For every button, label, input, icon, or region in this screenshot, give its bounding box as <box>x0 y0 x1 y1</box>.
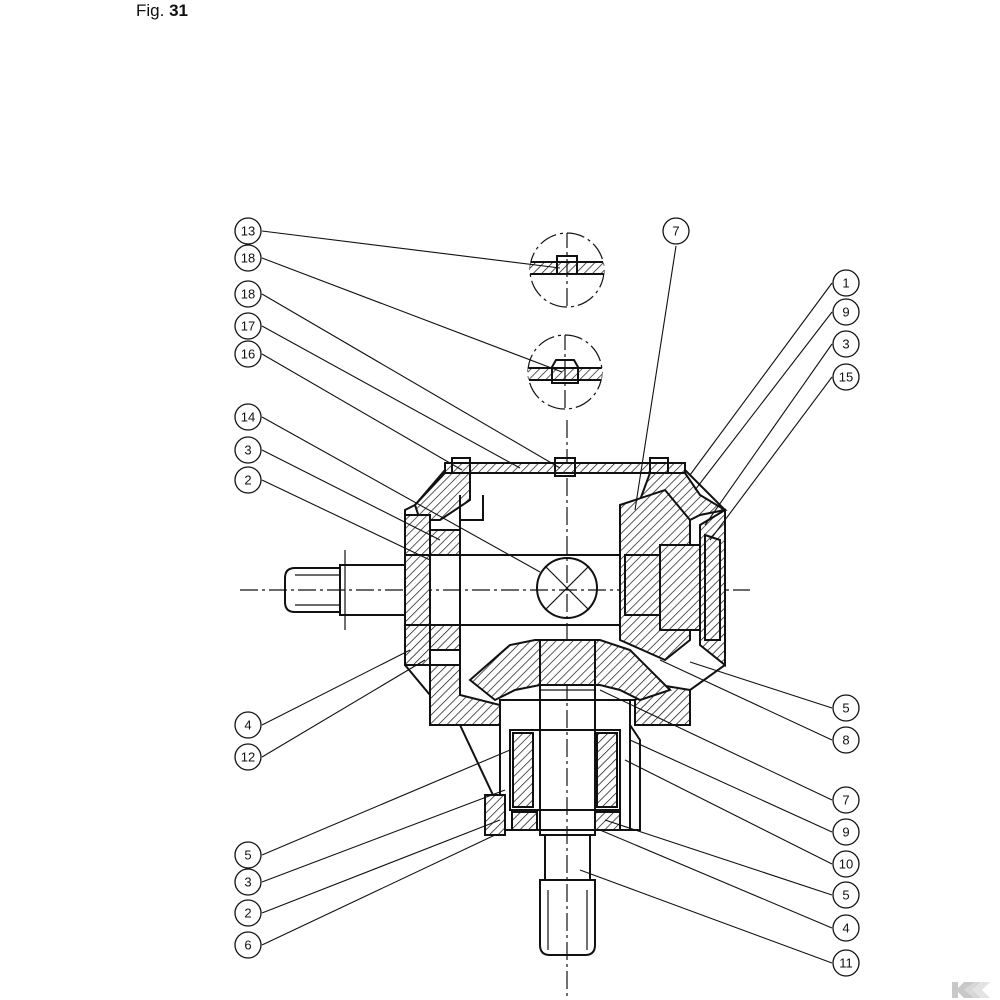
svg-text:13: 13 <box>241 224 255 239</box>
svg-text:4: 4 <box>842 921 849 936</box>
svg-text:3: 3 <box>244 443 251 458</box>
detail-view-lower <box>527 334 603 410</box>
callout-left-11: 5 <box>234 841 262 869</box>
callout-left-4: 17 <box>234 312 262 340</box>
callout-left-5: 16 <box>234 340 262 368</box>
svg-text:5: 5 <box>244 848 251 863</box>
callout-right-lower-4: 9 <box>832 818 860 846</box>
callout-right-lower-1: 5 <box>832 694 860 722</box>
callout-left-10: 12 <box>234 743 262 771</box>
figure-title: Fig. 31 <box>136 0 188 22</box>
callout-left-6: 14 <box>234 403 262 431</box>
callout-left-9: 4 <box>234 711 262 739</box>
callout-left-12: 3 <box>234 868 262 896</box>
figure-number: 31 <box>169 1 188 20</box>
output-shaft <box>539 639 596 956</box>
callout-left-13: 2 <box>234 899 262 927</box>
svg-text:16: 16 <box>241 347 255 362</box>
figure-prefix: Fig. <box>136 1 165 20</box>
callout-left-1: 13 <box>234 217 262 245</box>
callout-left-8: 2 <box>234 466 262 494</box>
svg-text:5: 5 <box>842 701 849 716</box>
svg-text:2: 2 <box>244 473 251 488</box>
callout-left-7: 3 <box>234 436 262 464</box>
callout-right-lower-5: 10 <box>832 850 860 878</box>
brand-k-icon <box>952 982 990 998</box>
input-shaft <box>284 529 621 651</box>
svg-text:15: 15 <box>839 370 853 385</box>
svg-text:9: 9 <box>842 305 849 320</box>
svg-text:12: 12 <box>241 750 255 765</box>
bolt <box>649 457 669 474</box>
callout-right-lower-3: 7 <box>832 786 860 814</box>
svg-text:7: 7 <box>672 224 679 239</box>
svg-text:17: 17 <box>241 319 255 334</box>
callout-right-upper-4: 15 <box>832 363 860 391</box>
svg-text:3: 3 <box>842 337 849 352</box>
svg-text:1: 1 <box>842 276 849 291</box>
svg-text:7: 7 <box>842 793 849 808</box>
svg-text:2: 2 <box>244 906 251 921</box>
svg-text:5: 5 <box>842 888 849 903</box>
callout-right-upper-3: 3 <box>832 330 860 358</box>
svg-text:11: 11 <box>839 956 853 971</box>
callout-right-upper-2: 9 <box>832 298 860 326</box>
svg-text:10: 10 <box>839 857 853 872</box>
svg-text:3: 3 <box>244 875 251 890</box>
callout-right-lower-2: 8 <box>832 726 860 754</box>
leader-lines <box>261 230 833 964</box>
detail-view-upper <box>529 232 605 308</box>
callout-right-lower-8: 11 <box>832 949 860 977</box>
svg-text:6: 6 <box>244 938 251 953</box>
svg-text:4: 4 <box>244 718 251 733</box>
callout-left-3: 18 <box>234 280 262 308</box>
svg-text:8: 8 <box>842 733 849 748</box>
svg-text:9: 9 <box>842 825 849 840</box>
svg-text:18: 18 <box>241 251 255 266</box>
breather-plug <box>554 457 576 477</box>
bolt <box>451 457 471 474</box>
callout-right-upper-1: 1 <box>832 269 860 297</box>
svg-text:18: 18 <box>241 287 255 302</box>
gearbox-housing <box>404 462 728 836</box>
callout-right-lower-7: 4 <box>832 914 860 942</box>
callout-left-2: 18 <box>234 244 262 272</box>
callout-left-14: 6 <box>234 931 262 959</box>
svg-text:14: 14 <box>241 410 255 425</box>
callout-right-lower-6: 5 <box>832 881 860 909</box>
callout-top-1: 7 <box>662 217 690 245</box>
